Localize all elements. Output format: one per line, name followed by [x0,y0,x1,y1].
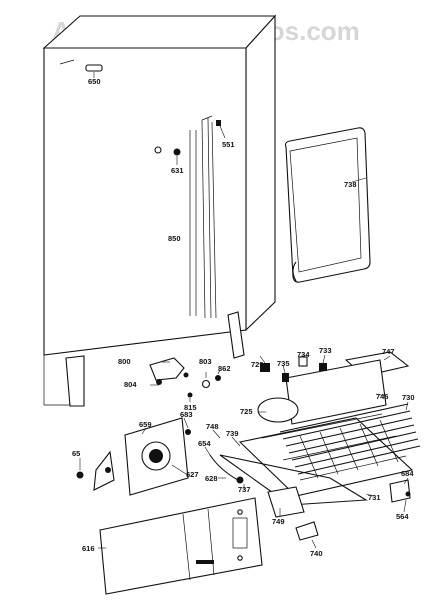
part-label-631: 631 [171,166,184,175]
part-label-564: 564 [396,512,409,521]
part-label-684: 684 [401,469,414,478]
part-label-733: 733 [319,346,332,355]
base-brackets [219,454,411,541]
back-cover-panel [99,497,263,595]
part-label-725: 725 [240,407,253,416]
part-label-729: 729 [251,360,264,369]
part-label-650: 650 [88,77,101,86]
part-label-616: 616 [82,544,95,553]
part-label-804: 804 [124,380,137,389]
part-label-738: 738 [344,180,357,189]
part-label-654: 654 [198,439,211,448]
part-label-815: 815 [184,403,197,412]
part-label-730: 730 [402,393,415,402]
part-label-739: 739 [226,429,239,438]
part-label-628: 628 [205,474,218,483]
part-label-737: 737 [238,485,251,494]
part-number-labels: 650 551 631 738 850 800 804 803 862 815 … [72,77,415,558]
control-cluster [149,357,221,398]
condenser-fan-motor [76,417,244,496]
part-label-749: 749 [272,517,285,526]
evaporator-tube-loop [284,127,371,283]
leader-lines [79,72,409,549]
part-label-659: 659 [139,420,152,429]
part-label-746: 746 [376,392,389,401]
part-label-683: 683 [180,410,193,419]
condenser-assembly [238,351,421,497]
part-label-65: 65 [72,449,80,458]
part-label-803: 803 [199,357,212,366]
part-label-800: 800 [118,357,131,366]
part-label-551: 551 [222,140,235,149]
part-label-862: 862 [218,364,231,373]
part-label-747: 747 [382,347,395,356]
part-label-734: 734 [297,350,310,359]
part-label-740: 740 [310,549,323,558]
refrigerator-cabinet [42,14,277,407]
part-label-850: 850 [168,234,181,243]
part-label-731: 731 [368,493,381,502]
part-label-748: 748 [206,422,219,431]
part-label-735: 735 [277,359,290,368]
part-label-627: 627 [186,470,199,479]
